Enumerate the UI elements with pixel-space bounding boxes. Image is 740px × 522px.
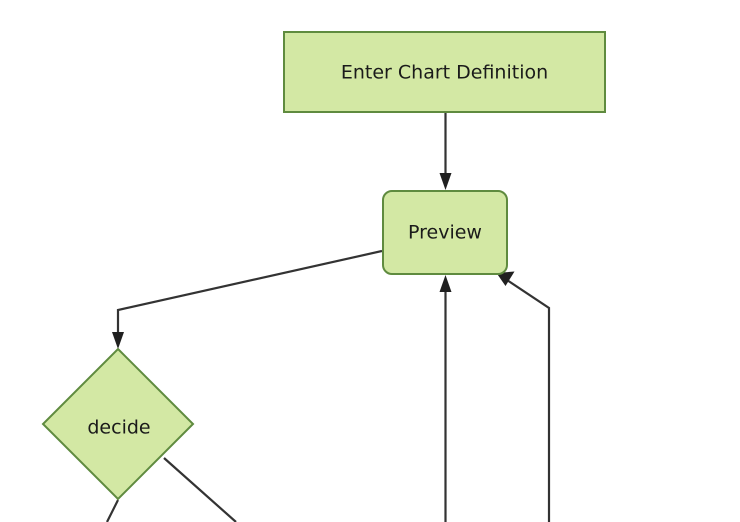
node-shape-diamond[interactable] (41, 347, 195, 501)
edge-bottom-right-to-preview (496, 271, 551, 522)
node-shape-rounded-rectangle[interactable] (382, 190, 508, 275)
edge-enter-to-preview (439, 113, 452, 190)
edge-line (106, 499, 119, 522)
arrow-head-icon (439, 173, 452, 190)
node-decide[interactable]: decide (41, 347, 195, 501)
arrow-head-icon (439, 275, 452, 292)
node-enter-chart-definition[interactable]: Enter Chart Definition (283, 31, 606, 113)
edge-line (116, 249, 383, 337)
edge-decide-right-out (163, 457, 237, 522)
edge-bottom-center-to-preview (439, 275, 452, 522)
node-label-decide: decide (87, 417, 150, 439)
edge-line (163, 457, 237, 522)
node-label-enter-chart-definition: Enter Chart Definition (341, 62, 548, 84)
node-preview[interactable]: Preview (382, 190, 508, 275)
node-label-preview: Preview (408, 222, 482, 244)
edge-line (506, 279, 551, 522)
edge-decide-left-out (106, 499, 119, 522)
arrow-head-icon (496, 271, 515, 286)
node-shape-rectangle[interactable] (283, 31, 606, 113)
arrow-head-icon (112, 332, 124, 349)
edge-preview-to-decide (112, 249, 383, 349)
